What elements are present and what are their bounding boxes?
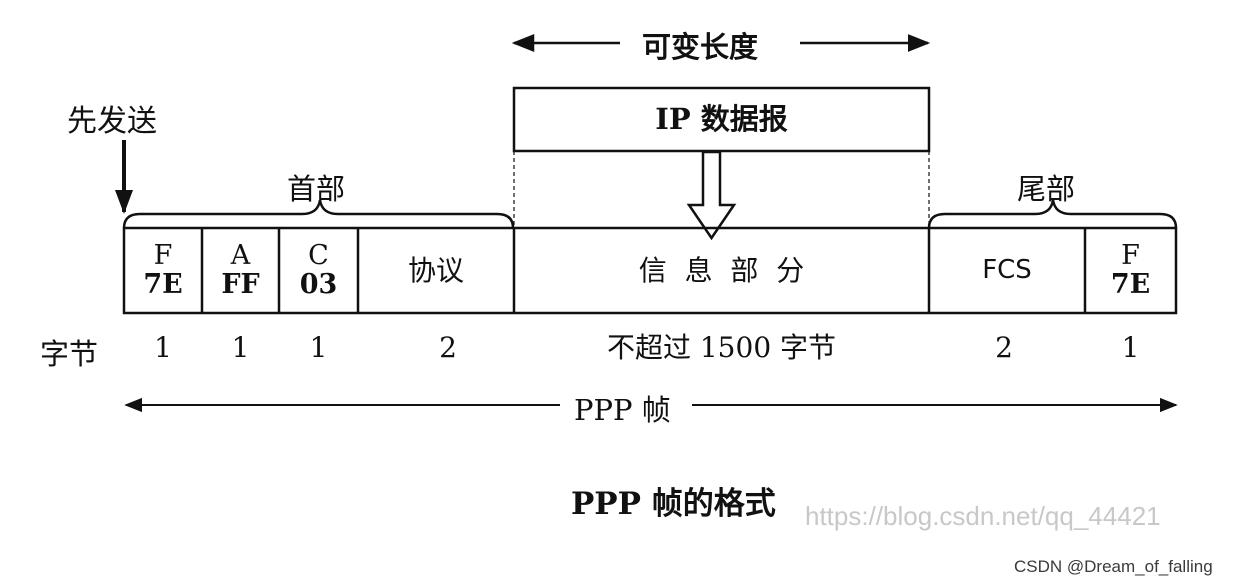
field-control: C 03 [279, 228, 358, 313]
encapsulation-arrow [686, 150, 737, 241]
send-first-arrowhead [115, 190, 133, 214]
field-f-end-name: F [1121, 240, 1140, 272]
ppp-frame-label: PPP 帧 [574, 393, 671, 427]
ip-datagram-box [512, 86, 931, 153]
bytes-control: 1 [309, 331, 328, 365]
diagram-caption: PPP 帧的格式 [571, 486, 776, 522]
author-watermark: CSDN @Dream_of_falling [1014, 557, 1213, 576]
trailer-label: 尾部 [1017, 172, 1076, 206]
bytes-f-end: 1 [1121, 331, 1140, 365]
field-protocol: 协议 [407, 253, 464, 287]
field-f-end: F 7E [1085, 228, 1176, 313]
ip-datagram-label: IP 数据报 [655, 102, 788, 137]
header-label: 首部 [287, 172, 346, 206]
field-control-value: 03 [299, 268, 338, 300]
variable-length-label: 可变长度 [642, 30, 759, 64]
bytes-information: 不超过 1500 字节 [606, 331, 837, 365]
field-f-start-name: F [153, 240, 173, 272]
bytes-protocol: 2 [439, 331, 457, 365]
field-f-end-value: 7E [1110, 268, 1151, 300]
send-first-label: 先发送 [67, 104, 157, 139]
bytes-fcs: 2 [995, 331, 1013, 365]
field-fcs: FCS [982, 254, 1032, 285]
field-f-start-value: 7E [143, 268, 183, 300]
field-address-name: A [230, 240, 251, 272]
field-information: 信 息 部 分 [638, 253, 805, 287]
bytes-f-start: 1 [154, 331, 172, 365]
bytes-address: 1 [231, 331, 250, 365]
header-brace [122, 199, 515, 229]
field-f-start: F 7E [124, 228, 202, 313]
trailer-brace [927, 199, 1178, 229]
blog-watermark: https://blog.csdn.net/qq_44421 [805, 501, 1161, 531]
field-address-value: FF [221, 268, 260, 300]
field-control-name: C [308, 240, 329, 272]
bytes-row-label: 字节 [40, 337, 99, 371]
frame-box [122, 226, 1178, 315]
field-address: A FF [202, 228, 279, 313]
